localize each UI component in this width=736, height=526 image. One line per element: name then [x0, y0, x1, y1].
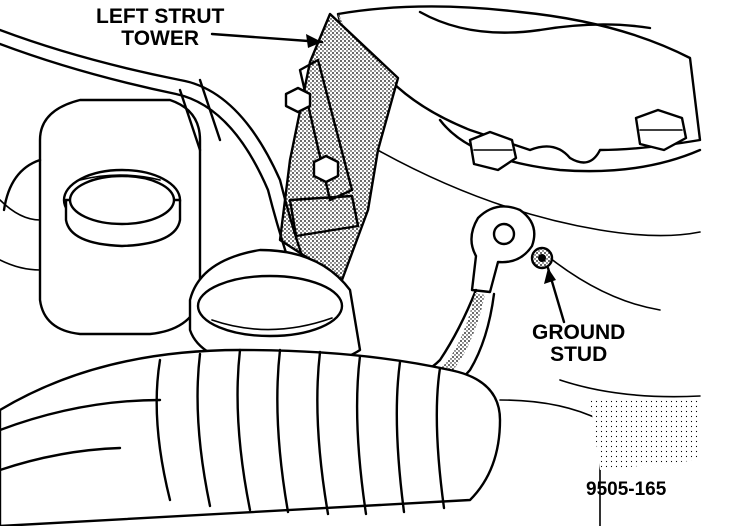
ground-stud-label: GROUND STUD	[532, 321, 626, 367]
leader-ground-stud	[544, 266, 566, 324]
left-strut-tower-label: LEFT STRUT TOWER	[96, 5, 225, 51]
nut-small-1	[284, 86, 312, 114]
bolt-hex-1	[468, 130, 518, 172]
throttle-body	[188, 248, 362, 370]
left-strut-tower-label-line2: TOWER	[121, 27, 200, 51]
ground-stud-label-line1: GROUND	[532, 321, 626, 344]
figure-number: 9505-165	[586, 479, 667, 500]
strut-bracket	[278, 12, 400, 282]
nut-small-2	[312, 154, 340, 184]
strut-tower	[336, 5, 702, 398]
leader-strut-tower	[210, 32, 324, 48]
ground-stud-label-line2: STUD	[550, 343, 608, 367]
bolt-hex-2	[634, 108, 688, 152]
brake-reservoir	[2, 98, 202, 336]
air-intake-hose	[0, 348, 700, 526]
ground-stud	[470, 205, 554, 294]
left-strut-tower-label-line1: LEFT STRUT	[96, 5, 225, 28]
